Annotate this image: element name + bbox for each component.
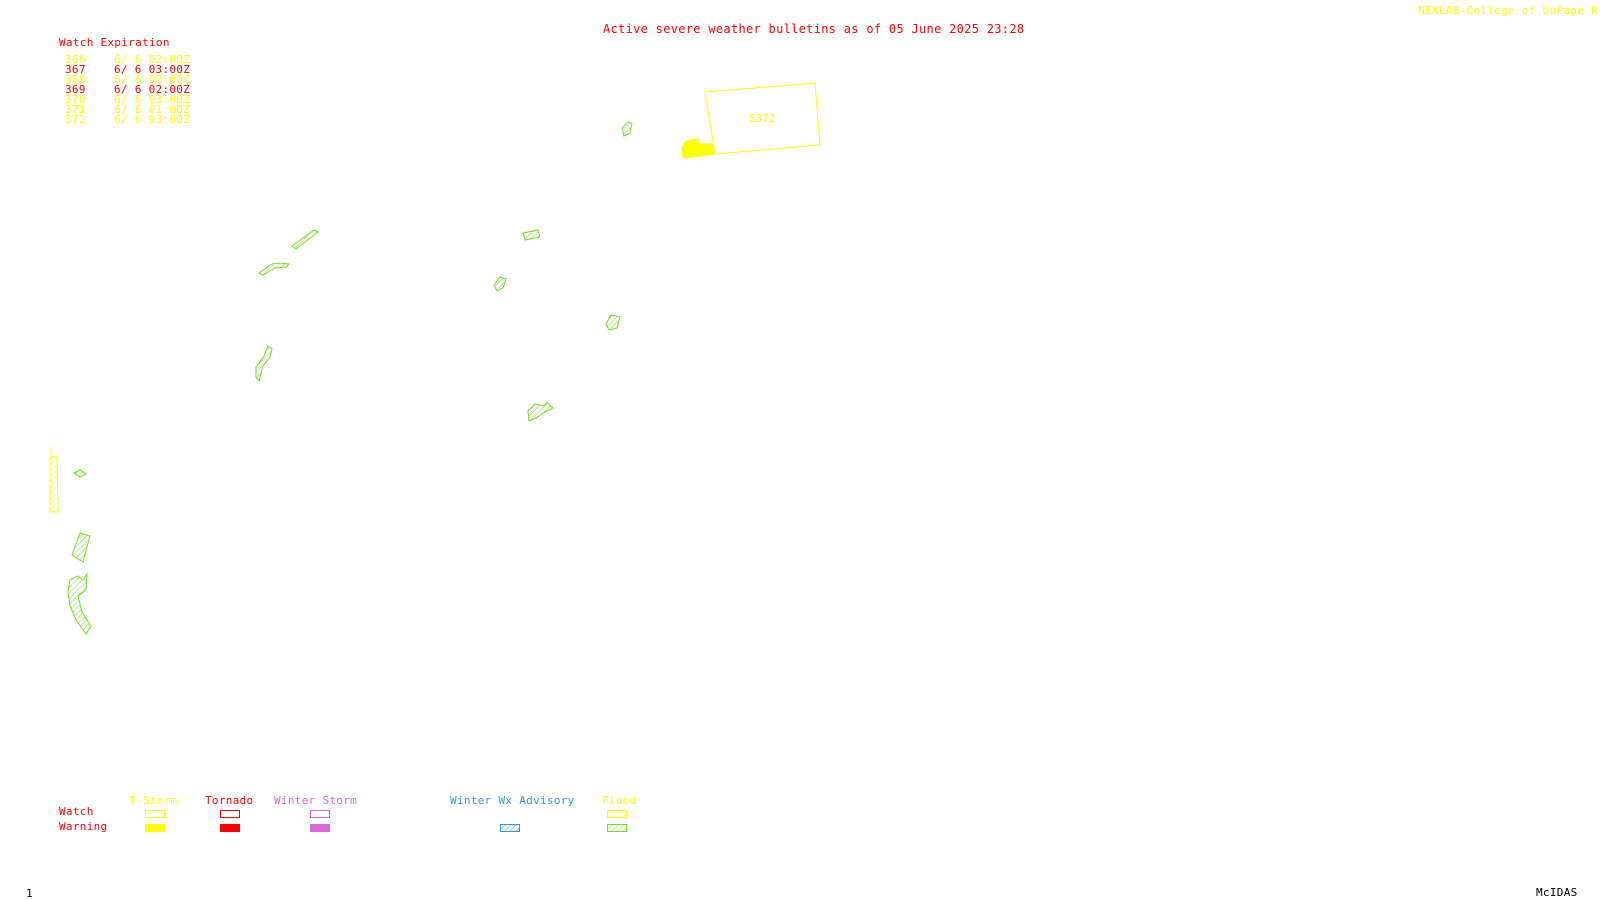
watch-box-372 xyxy=(704,82,821,155)
legend-row-watch: Watch xyxy=(59,805,94,818)
watch-expiration-time: 6/ 6 03:00Z xyxy=(114,63,191,76)
legend-swatch-winter-advisory-warning xyxy=(500,824,520,832)
frame-number: 1 xyxy=(26,887,33,900)
flood-warning-polygon xyxy=(527,401,554,422)
legend-swatch-tornado-warning xyxy=(220,824,240,832)
watch-expiration-time: 6/ 6 03:00Z xyxy=(114,93,191,106)
watch-expiration-time: 6/ 6 01:00Z xyxy=(114,103,191,116)
watch-number: 371 xyxy=(65,103,86,116)
flood-warning-polygon xyxy=(522,229,541,241)
legend-col-tornado: Tornado xyxy=(205,794,254,807)
flood-warning-polygon xyxy=(255,345,273,383)
watch-number: 368 xyxy=(65,73,86,86)
software-label: McIDAS xyxy=(1536,886,1578,899)
legend-row-warning: Warning xyxy=(59,820,108,833)
flood-warning-polygon xyxy=(71,532,91,563)
legend-swatch-tstorm-watch xyxy=(145,810,165,818)
flood-warning-polygon xyxy=(73,469,87,478)
flood-warning-polygon xyxy=(605,314,621,331)
legend-col-winter-storm: Winter Storm xyxy=(274,794,358,807)
tstorm-warning-polygon xyxy=(681,138,715,159)
watch-number: 370 xyxy=(65,93,86,106)
legend-col-winter-advisory: Winter Wx Advisory xyxy=(450,794,575,807)
watch-expiration-heading: Watch Expiration xyxy=(59,36,170,49)
flood-warning-polygon xyxy=(258,262,291,276)
watch-expiration-time: 6/ 6 02:00Z xyxy=(114,53,191,66)
flood-advisory-polygon xyxy=(49,455,59,513)
legend-swatch-tstorm-warning xyxy=(145,824,165,832)
watch-number: 372 xyxy=(65,113,86,126)
legend-swatch-tornado-watch xyxy=(220,810,240,818)
legend-swatch-flood-warning xyxy=(607,824,627,832)
legend-col-flood: Flood xyxy=(602,794,637,807)
credit-label: NEXLAB-College of DuPage R xyxy=(1418,4,1598,17)
watch-number: 367 xyxy=(65,63,86,76)
watch-box-label: S372 xyxy=(749,112,776,125)
watch-expiration-time: 6/ 6 03:00Z xyxy=(114,113,191,126)
watch-expiration-time: 6/ 6 02:00Z xyxy=(114,73,191,86)
bulletin-title: Active severe weather bulletins as of 05… xyxy=(603,22,1025,36)
watch-number: 369 xyxy=(65,83,86,96)
legend-col-tstorm: T-Storm xyxy=(129,794,178,807)
legend-swatch-winter-storm-warning xyxy=(310,824,330,832)
flood-warning-polygon xyxy=(291,229,319,250)
watch-number: 366 xyxy=(65,53,86,66)
flood-warning-polygon xyxy=(67,572,92,635)
legend-swatch-flood-watch xyxy=(607,810,627,818)
watch-expiration-time: 6/ 6 02:00Z xyxy=(114,83,191,96)
flood-warning-polygon xyxy=(621,121,633,137)
flood-warning-polygon xyxy=(493,276,507,292)
legend-swatch-winter-storm-watch xyxy=(310,810,330,818)
